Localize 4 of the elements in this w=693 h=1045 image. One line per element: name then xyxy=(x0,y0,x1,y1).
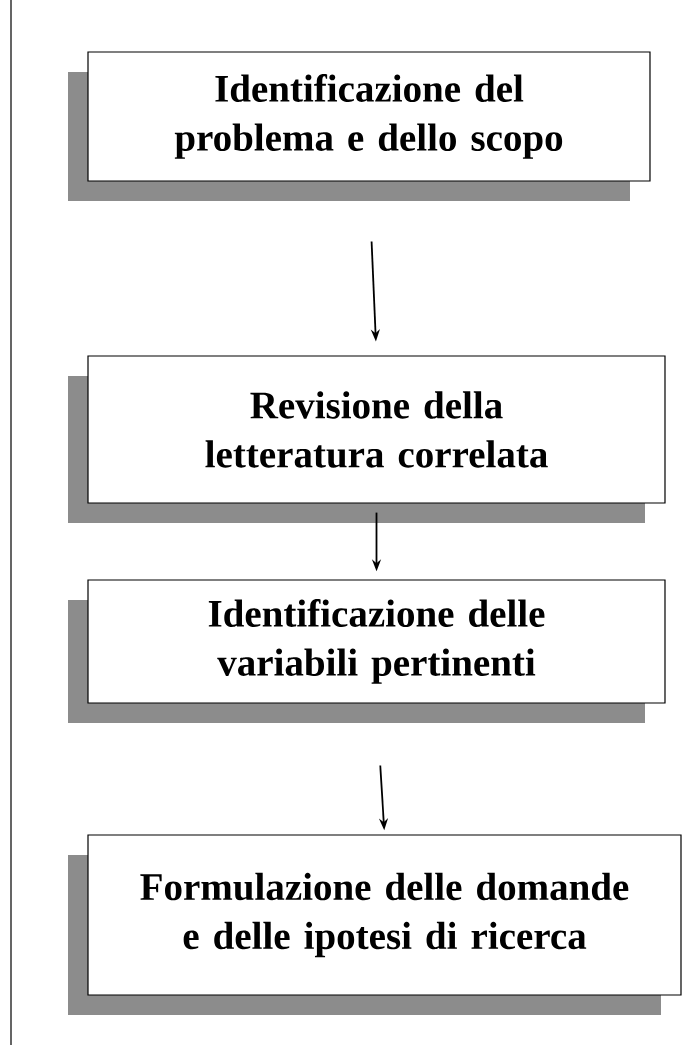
process-box: Formulazione delle domande e delle ipotesi di ricerca xyxy=(68,834,682,1015)
process-box: Identificazione del problema e dello scopo xyxy=(68,51,651,201)
process-box: Revisione della letteratura correlata xyxy=(68,355,666,523)
process-box: Identificazione delle variabili pertinenti xyxy=(68,579,666,723)
